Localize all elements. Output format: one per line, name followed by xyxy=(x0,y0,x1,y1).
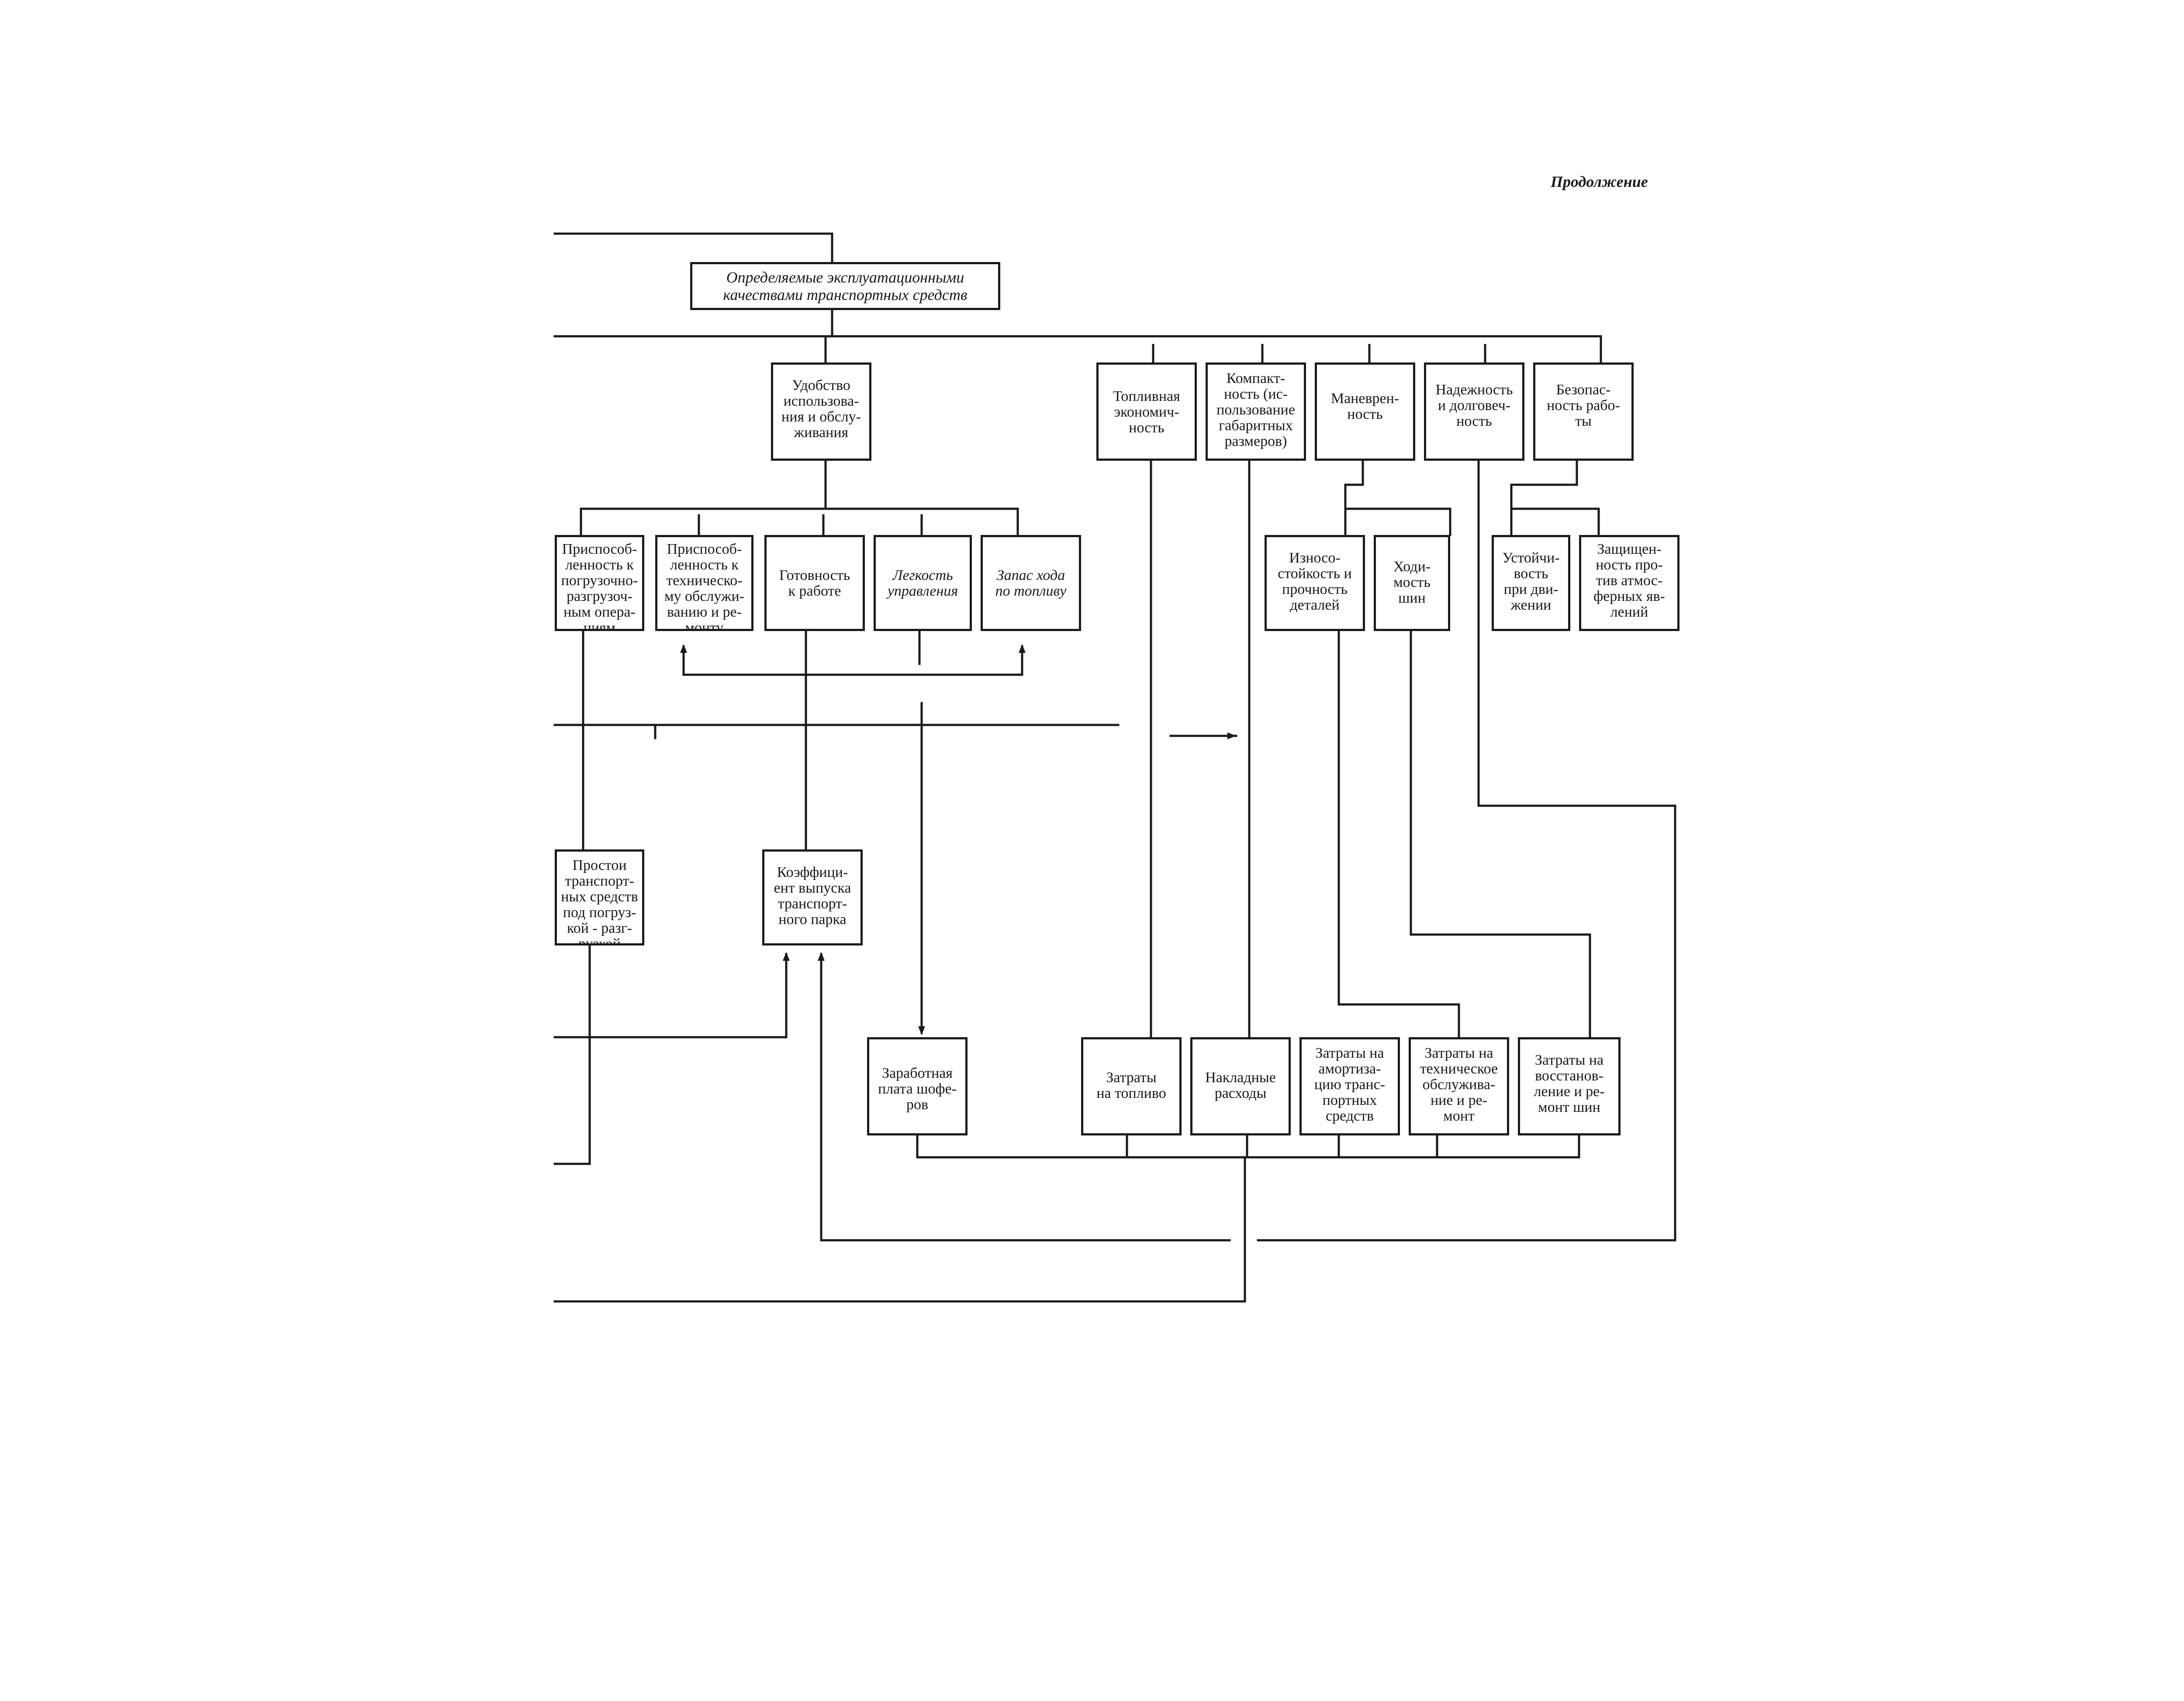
node-zarplata: Заработная плата шофе- ров xyxy=(867,1037,968,1135)
node-iznos: Износо- стойкость и прочность деталей xyxy=(1265,535,1365,631)
node-prostoi: Простои транспорт- ных средств под погру… xyxy=(555,849,644,945)
node-prisp-pogruz: Приспособ- ленность к погрузочно- разгру… xyxy=(555,535,644,631)
node-legkost: Легкость управления xyxy=(874,535,972,631)
node-bezopasnost: Безопас- ность рабо- ты xyxy=(1533,362,1634,461)
node-zashchishchennost: Защищен- ность про- тив атмос- ферных яв… xyxy=(1579,535,1679,631)
node-ustoichivost: Устойчи- вость при дви- жении xyxy=(1492,535,1570,631)
node-prisp-tech: Приспособ- ленность к техническо- му обс… xyxy=(655,535,753,631)
node-manevrennost: Маневрен- ность xyxy=(1315,362,1415,461)
node-gotovnost: Готовность к работе xyxy=(764,535,865,631)
node-nadezhnost: Надежность и долговеч- ность xyxy=(1424,362,1524,461)
node-koeff: Коэффици- ент выпуска транспорт- ного па… xyxy=(762,849,863,945)
node-zapas: Запас хода по топливу xyxy=(981,535,1081,631)
node-nakladnye: Накладные расходы xyxy=(1190,1037,1291,1135)
node-zatraty-tech: Затраты на техническое обслужива- ние и … xyxy=(1409,1037,1509,1135)
node-toplivnaya-ekonomichnost: Топливная экономич- ность xyxy=(1096,362,1197,461)
node-zatraty-amort: Затраты на амортиза- цию транс- портных … xyxy=(1299,1037,1400,1135)
node-zatraty-toplivo: Затраты на топливо xyxy=(1081,1037,1182,1135)
node-zatraty-shiny: Затраты на восстанов- ление и ре- монт ш… xyxy=(1518,1037,1621,1135)
continuation-header: Продолжение xyxy=(1551,173,1648,190)
node-root: Определяемые эксплуатационными качествам… xyxy=(690,262,1000,310)
node-khodimost: Ходи- мость шин xyxy=(1374,535,1450,631)
node-udobstvo: Удобство использова- ния и обслу- живани… xyxy=(771,362,871,461)
node-kompaktnost: Компакт- ность (ис- пользование габаритн… xyxy=(1206,362,1306,461)
